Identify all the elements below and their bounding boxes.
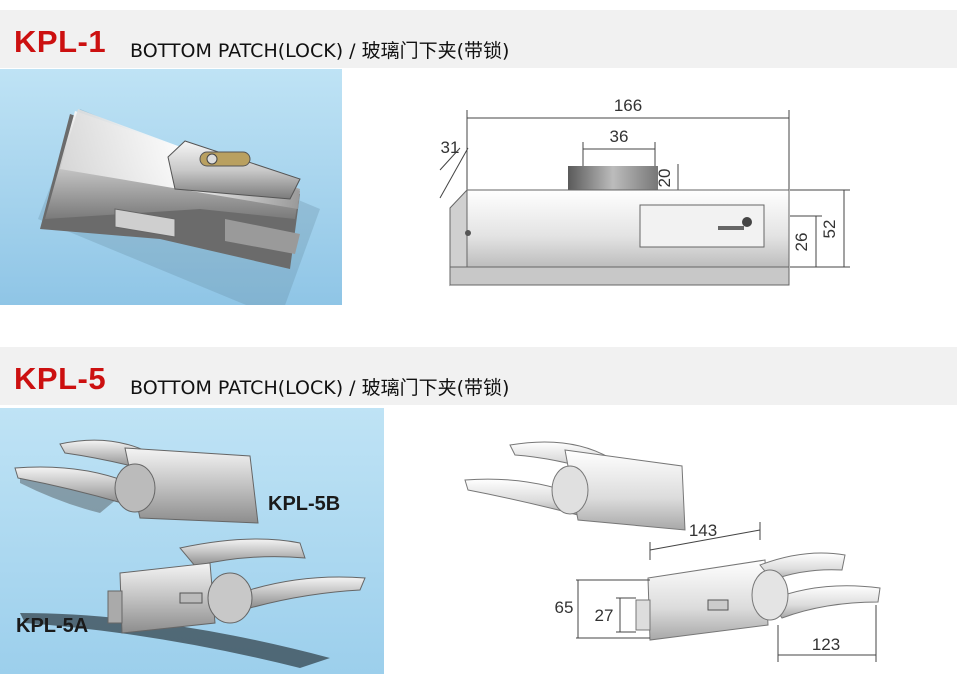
dim-31: 31 xyxy=(441,138,460,157)
dim-65: 65 xyxy=(555,598,574,617)
product-code: KPL-1 xyxy=(14,24,107,59)
product-code: KPL-5 xyxy=(14,361,107,396)
kpl-5-technical-drawing: 143 65 27 123 xyxy=(460,430,900,675)
kpl-1-photo xyxy=(0,69,342,319)
label-kpl-5b: KPL-5B xyxy=(268,493,341,515)
kpl-5-photo xyxy=(0,408,384,674)
dim-20: 20 xyxy=(655,169,674,188)
product-title: BOTTOM PATCH(LOCK) / 玻璃门下夹(带锁) xyxy=(130,377,510,399)
dim-123: 123 xyxy=(812,635,840,654)
section-header-kpl-1: KPL-1 BOTTOM PATCH(LOCK) / 玻璃门下夹(带锁) xyxy=(0,10,957,68)
dim-26: 26 xyxy=(792,233,811,252)
product-title: BOTTOM PATCH(LOCK) / 玻璃门下夹(带锁) xyxy=(130,40,510,62)
kpl-1-technical-drawing: 166 36 20 31 26 52 xyxy=(430,90,860,305)
dim-166: 166 xyxy=(614,96,642,115)
dim-27: 27 xyxy=(595,606,614,625)
dim-143: 143 xyxy=(689,521,717,540)
section-header-kpl-5: KPL-5 BOTTOM PATCH(LOCK) / 玻璃门下夹(带锁) xyxy=(0,347,957,405)
dim-36: 36 xyxy=(610,127,629,146)
dim-52: 52 xyxy=(820,220,839,239)
label-kpl-5a: KPL-5A xyxy=(16,615,89,637)
